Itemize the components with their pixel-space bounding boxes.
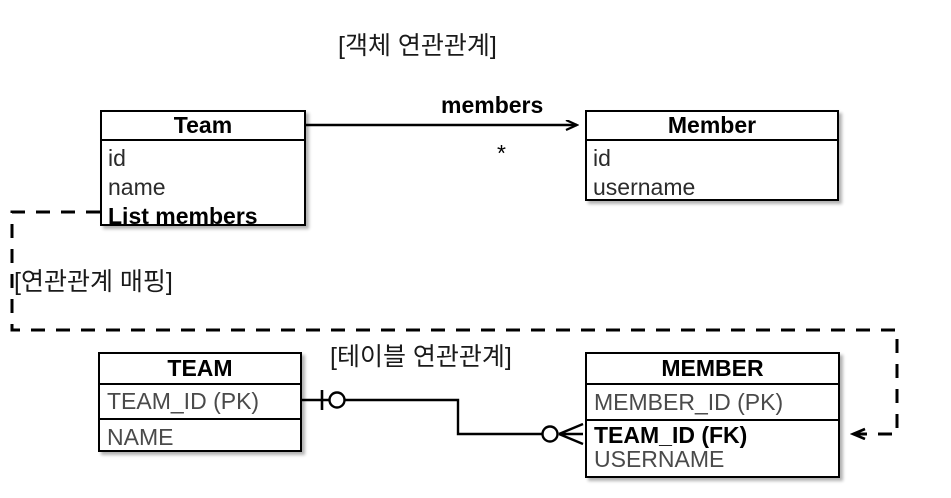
class-field: id — [593, 145, 611, 171]
table-box-member[interactable]: MEMBER MEMBER_ID (PK) TEAM_ID (FK) USERN… — [585, 352, 840, 478]
class-field: username — [593, 174, 696, 200]
association-label-members: members — [441, 92, 544, 118]
class-fields-member: id username — [587, 141, 837, 199]
erd-relationship-line — [302, 390, 584, 446]
class-name-member: Member — [587, 112, 837, 141]
class-field: name — [108, 174, 166, 200]
table-box-team[interactable]: TEAM TEAM_ID (PK) NAME — [98, 352, 302, 452]
class-box-team[interactable]: Team id name List members — [100, 110, 306, 228]
class-fields-team: id name List members — [102, 141, 304, 228]
table-column-name: NAME — [107, 424, 174, 450]
class-box-member[interactable]: Member id username — [585, 110, 839, 201]
table-column-team-id: TEAM_ID (PK) — [100, 385, 300, 420]
title-table-association: [테이블 연관관계] — [330, 343, 512, 371]
association-multiplicity: * — [497, 140, 506, 166]
title-object-association: [객체 연관관계] — [338, 32, 497, 60]
table-column-member-id: MEMBER_ID (PK) — [587, 385, 838, 421]
table-column-username: USERNAME — [594, 446, 725, 473]
class-name-team: Team — [102, 112, 304, 141]
erd-optional-circle-team — [328, 391, 346, 409]
class-field-members: List members — [108, 203, 258, 229]
table-name-team: TEAM — [100, 354, 300, 385]
erd-crowsfoot-icon — [558, 422, 584, 446]
title-association-mapping: [연관관계 매핑] — [14, 268, 173, 296]
erd-optional-circle-member — [541, 425, 559, 443]
class-field: id — [108, 145, 126, 171]
table-column-group: TEAM_ID (FK) USERNAME — [587, 421, 838, 477]
table-name-member: MEMBER — [587, 354, 838, 385]
table-column-team-id-fk: TEAM_ID (FK) — [594, 422, 748, 448]
